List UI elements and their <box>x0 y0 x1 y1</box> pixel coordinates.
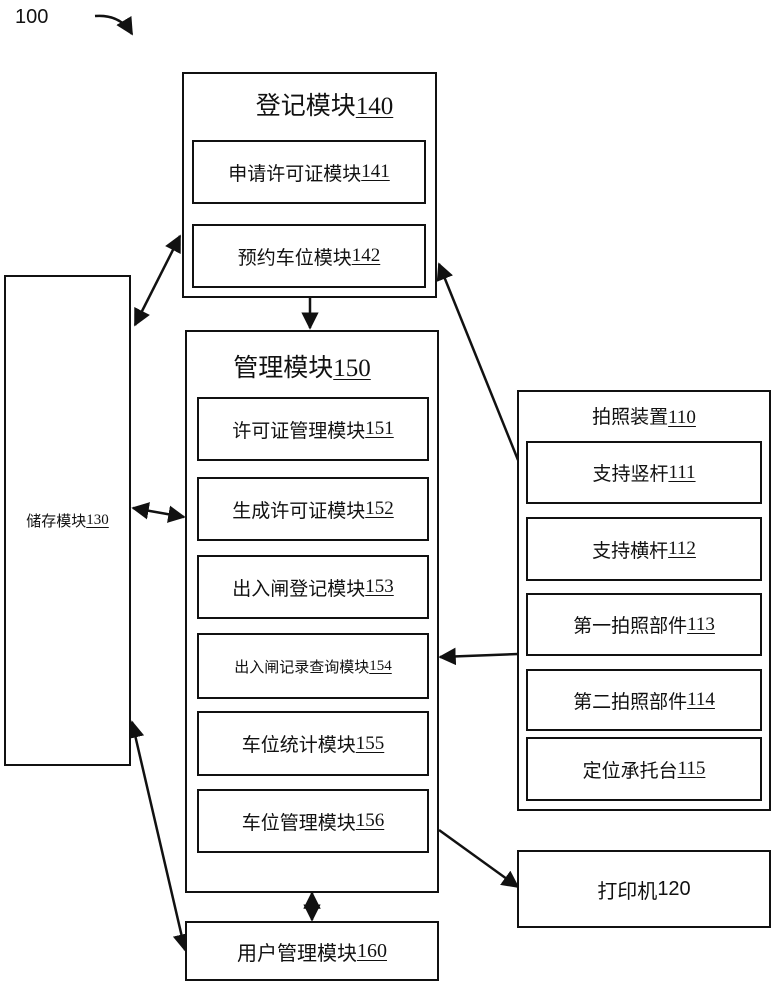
module-label: 打印机 <box>597 878 658 903</box>
module-number: 140 <box>355 93 394 120</box>
module-label: 车位统计模块 <box>241 734 356 756</box>
module-number: 156 <box>355 810 385 831</box>
module-label: 拍照装置 <box>592 406 669 428</box>
camera-title: 拍照装置110 <box>519 402 769 429</box>
module-label: 定位承托台 <box>582 759 678 782</box>
module-number: 112 <box>668 538 696 559</box>
module-number: 151 <box>365 418 394 439</box>
module-label: 支持竖杆 <box>592 463 669 485</box>
module-label: 登记模块 <box>255 91 356 120</box>
module-number: 142 <box>351 245 381 266</box>
module-label: 管理模块 <box>233 353 334 382</box>
module-label: 许可证管理模块 <box>232 419 366 442</box>
module-label: 申请许可证模块 <box>228 162 362 185</box>
arrow-storage-usermgmt <box>127 720 190 952</box>
arrow-camera-query <box>438 647 519 666</box>
module-number: 110 <box>668 407 696 428</box>
module-number: 150 <box>333 355 371 382</box>
module-number: 160 <box>357 939 387 962</box>
module-label: 第一拍照部件 <box>573 615 688 637</box>
module-number: 114 <box>687 689 715 710</box>
arrow-storage-registration <box>133 234 182 327</box>
module-number: 153 <box>365 576 394 597</box>
module-number: 154 <box>369 657 392 674</box>
module-label: 用户管理模块 <box>237 940 357 965</box>
figure-ref-arrow <box>94 14 134 36</box>
module-label: 预约车位模块 <box>237 246 352 269</box>
module-number: 152 <box>365 498 394 519</box>
arrow-management-printer <box>438 828 520 889</box>
arrow-camera-registration <box>436 262 520 461</box>
module-label: 出入闸记录查询模块 <box>234 657 370 676</box>
registration-title: 登记模块140 <box>184 86 435 122</box>
module-label: 第二拍照部件 <box>573 690 688 713</box>
figure-reference: 100 <box>15 6 49 28</box>
module-label: 支持横杆 <box>592 539 669 562</box>
module-number: 130 <box>86 512 109 528</box>
management-title: 管理模块150 <box>187 348 437 384</box>
arrow-storage-management <box>131 502 186 523</box>
module-number: 155 <box>355 732 385 754</box>
module-label: 储存模块 <box>26 512 87 530</box>
module-number: 141 <box>361 161 390 182</box>
module-label: 车位管理模块 <box>241 811 356 834</box>
module-number: 113 <box>687 613 715 635</box>
module-number: 120 <box>657 877 691 900</box>
module-number: 115 <box>677 758 706 779</box>
module-label: 生成许可证模块 <box>232 499 366 522</box>
module-number: 111 <box>668 461 696 483</box>
module-label: 出入闸登记模块 <box>232 577 366 600</box>
